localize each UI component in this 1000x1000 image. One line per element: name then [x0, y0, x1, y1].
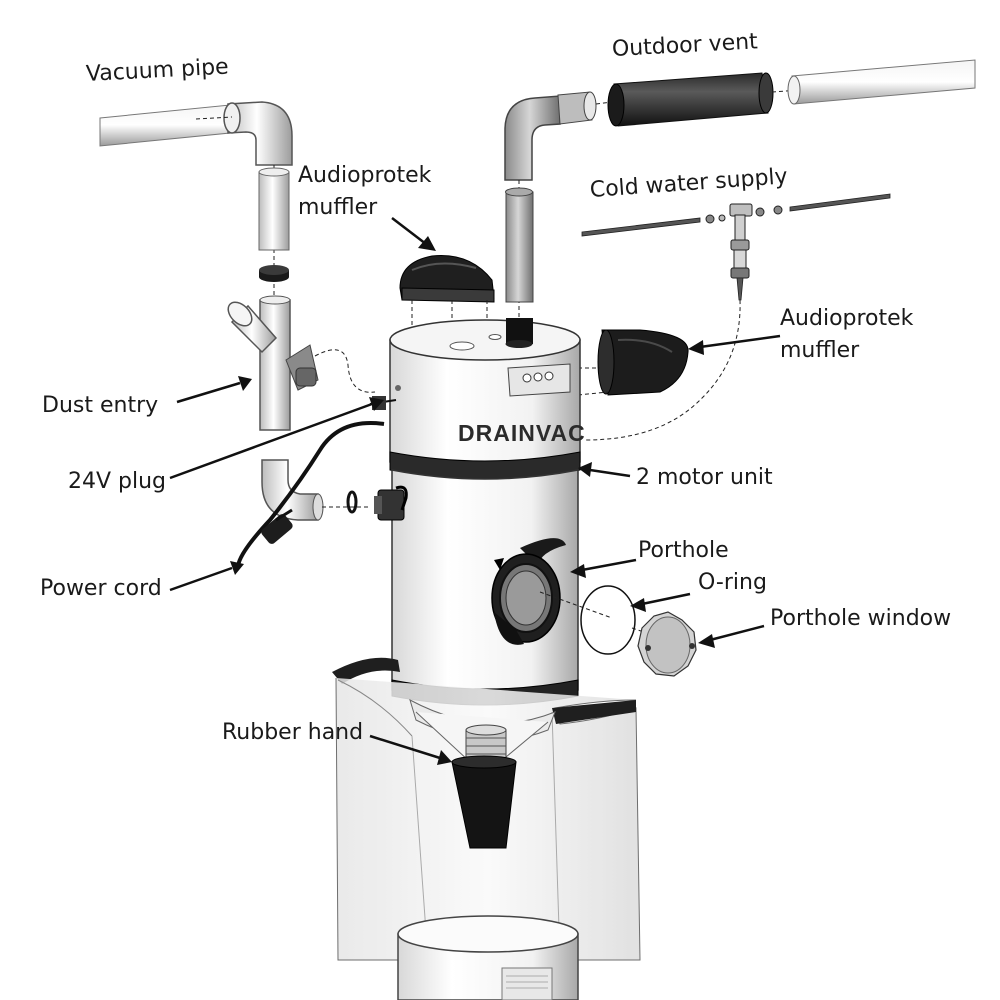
cold-water-supply	[581, 193, 891, 301]
label-porthole: Porthole	[638, 538, 729, 563]
porthole-drawing	[491, 538, 566, 645]
side-muffler	[597, 329, 689, 396]
label-24v-plug: 24V plug	[68, 469, 167, 494]
label-rubber-hand: Rubber hand	[222, 720, 364, 745]
outdoor-vent	[607, 72, 774, 127]
exhaust-elbow	[504, 91, 597, 181]
leader-arrows	[169, 217, 781, 765]
dust-entry-fitting	[227, 295, 376, 431]
rubber-hand-drawing	[451, 724, 517, 849]
label-porthole-window: Porthole window	[770, 606, 952, 631]
rubber-gasket	[259, 265, 289, 282]
top-muffler	[399, 255, 495, 303]
o-ring-drawing	[580, 585, 636, 655]
lower-elbow	[261, 459, 370, 521]
porthole-window-drawing	[637, 611, 697, 677]
power-cord-drawing	[236, 421, 385, 567]
label-audioprotek-muffler-left-line1: Audioprotek	[298, 163, 432, 188]
exhaust-pipe-segment	[505, 187, 534, 303]
motor-unit	[374, 318, 581, 706]
label-audioprotek-muffler-right-line2: muffler	[780, 338, 860, 363]
outdoor-pipe	[787, 59, 976, 105]
label-2-motor-unit: 2 motor unit	[636, 465, 773, 490]
label-audioprotek-muffler-left-line2: muffler	[298, 195, 378, 220]
canister	[397, 915, 579, 1000]
vacuum-pipe	[99, 101, 293, 166]
label-o-ring: O-ring	[698, 570, 767, 595]
brand-logo: DRAINVAC	[458, 420, 586, 446]
pipe-segment-left	[258, 167, 290, 251]
label-audioprotek-muffler-right-line1: Audioprotek	[780, 306, 914, 331]
label-power-cord: Power cord	[40, 576, 162, 601]
label-dust-entry: Dust entry	[42, 393, 159, 418]
